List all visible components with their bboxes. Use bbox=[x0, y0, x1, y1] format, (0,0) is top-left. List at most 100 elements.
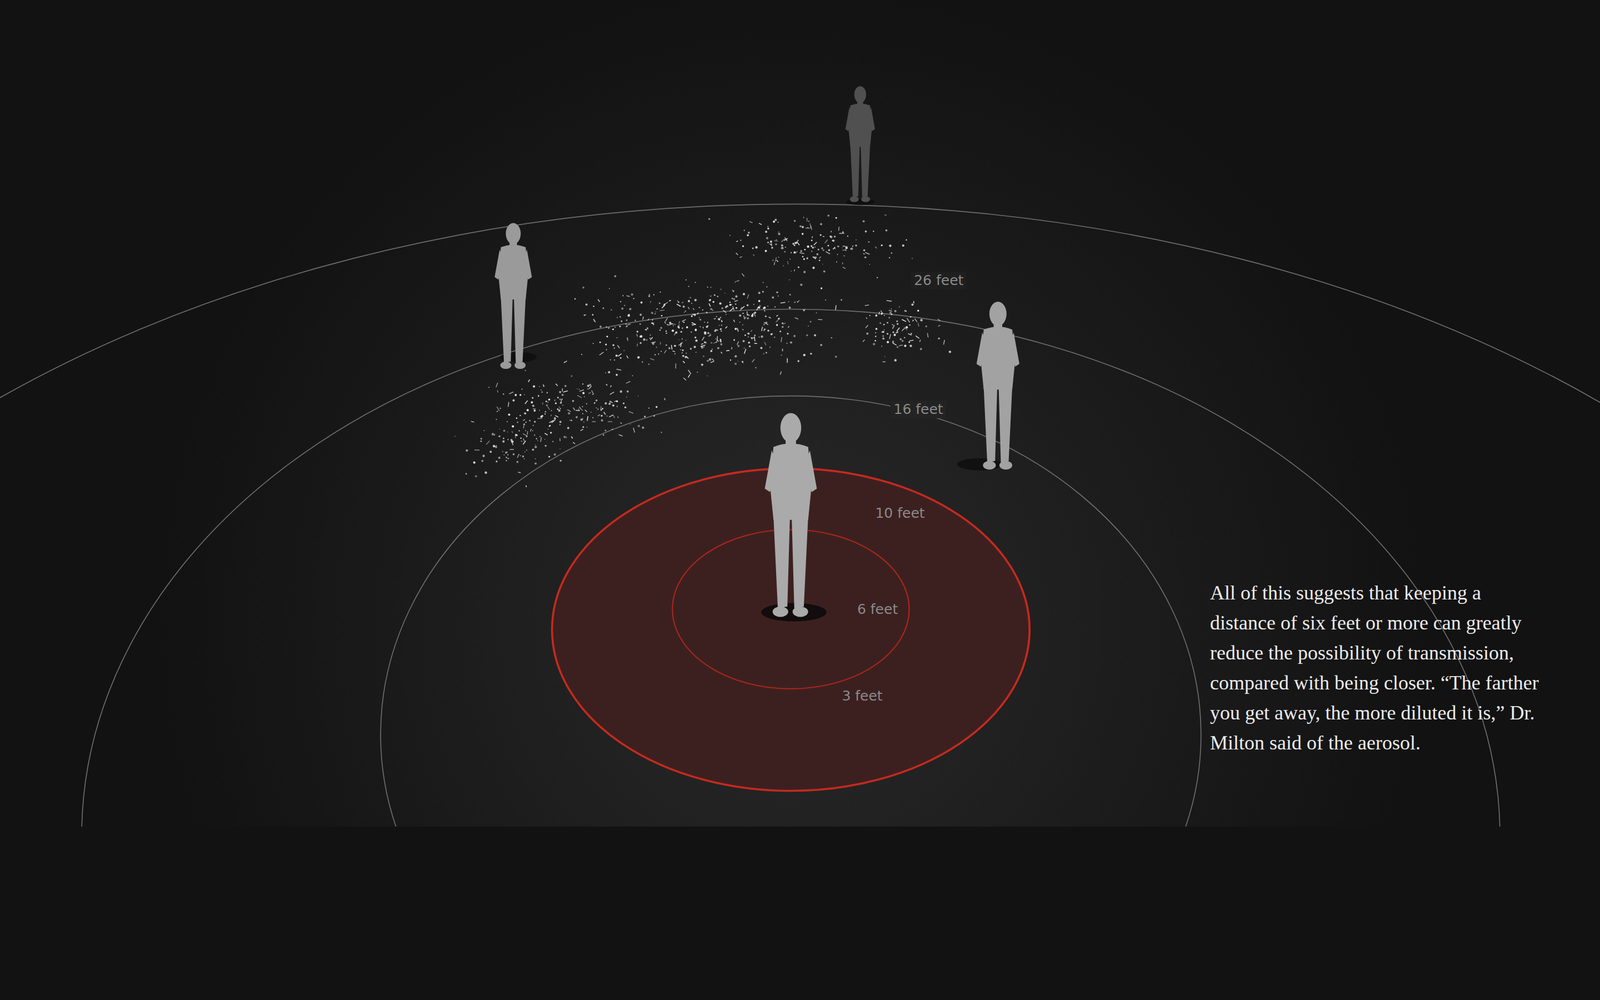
aerosol-particle bbox=[511, 425, 514, 428]
aerosol-particle bbox=[706, 325, 709, 328]
aerosol-particle bbox=[650, 358, 654, 360]
aerosol-particle bbox=[668, 347, 671, 350]
aerosol-particle bbox=[641, 426, 644, 429]
aerosol-particle bbox=[891, 308, 893, 310]
aerosol-particle bbox=[540, 437, 542, 442]
aerosol-particle bbox=[567, 427, 570, 430]
aerosol-particle bbox=[492, 445, 495, 448]
aerosol-particle bbox=[875, 246, 877, 249]
aerosol-particle bbox=[497, 390, 499, 393]
aerosol-particle bbox=[586, 403, 588, 405]
aerosol-particle bbox=[502, 451, 504, 453]
aerosol-particle bbox=[862, 339, 865, 342]
aerosol-particle bbox=[754, 334, 757, 337]
aerosol-particle bbox=[676, 303, 681, 307]
aerosol-particle bbox=[881, 312, 883, 314]
aerosol-particle bbox=[523, 438, 525, 442]
aerosol-particle bbox=[636, 343, 638, 347]
aerosol-particle bbox=[692, 313, 694, 315]
aerosol-particle bbox=[703, 346, 705, 348]
aerosol-particle bbox=[755, 367, 757, 369]
aerosol-particle bbox=[519, 415, 521, 417]
aerosol-particle bbox=[531, 401, 534, 404]
aerosol-particle bbox=[720, 316, 722, 319]
aerosol-particle bbox=[770, 240, 773, 243]
aerosol-particle bbox=[776, 323, 778, 326]
aerosol-particle bbox=[503, 429, 506, 432]
aerosol-particle bbox=[798, 300, 800, 302]
aerosol-particle bbox=[765, 230, 768, 233]
aerosol-particle bbox=[788, 278, 790, 280]
aerosol-particle bbox=[792, 242, 795, 245]
aerosol-particle bbox=[542, 385, 545, 388]
aerosol-particle bbox=[672, 325, 674, 327]
aerosol-particle bbox=[777, 221, 779, 224]
aerosol-particle bbox=[602, 434, 605, 437]
aerosol-particle bbox=[559, 448, 561, 450]
aerosol-particle bbox=[602, 307, 604, 309]
aerosol-particle bbox=[648, 295, 650, 297]
aerosol-particle bbox=[547, 406, 550, 410]
aerosol-particle bbox=[626, 396, 628, 398]
aerosol-particle bbox=[650, 301, 652, 303]
aerosol-particle bbox=[677, 326, 680, 329]
aerosol-particle bbox=[678, 321, 680, 324]
aerosol-particle bbox=[665, 317, 668, 322]
aerosol-particle bbox=[689, 296, 692, 299]
aerosol-particle bbox=[507, 457, 509, 459]
aerosol-particle bbox=[760, 346, 763, 349]
aerosol-particle bbox=[743, 230, 745, 232]
aerosol-particle bbox=[548, 455, 550, 458]
aerosol-particle bbox=[696, 371, 698, 373]
aerosol-particle bbox=[550, 410, 552, 412]
aerosol-particle bbox=[600, 409, 603, 412]
aerosol-particle bbox=[592, 305, 594, 307]
aerosol-particle bbox=[742, 245, 744, 247]
aerosol-particle bbox=[898, 345, 903, 346]
aerosol-particle bbox=[835, 355, 838, 358]
aerosol-particle bbox=[764, 342, 767, 346]
aerosol-particle bbox=[880, 310, 883, 314]
aerosol-particle bbox=[823, 270, 826, 273]
aerosol-particle bbox=[593, 318, 595, 322]
aerosol-particle bbox=[599, 341, 602, 344]
aerosol-particle bbox=[642, 316, 644, 320]
aerosol-particle bbox=[852, 245, 853, 247]
aerosol-particle bbox=[544, 438, 545, 440]
aerosol-particle bbox=[800, 283, 803, 286]
aerosol-particle bbox=[889, 334, 891, 340]
aerosol-particle bbox=[869, 315, 871, 317]
aerosol-particle bbox=[822, 236, 825, 238]
aerosol-particle bbox=[698, 317, 700, 319]
aerosol-particle bbox=[748, 315, 750, 316]
aerosol-particle bbox=[726, 350, 730, 352]
aerosol-particle bbox=[736, 252, 739, 255]
aerosol-particle bbox=[559, 459, 562, 462]
aerosol-particle bbox=[622, 402, 625, 404]
aerosol-particle bbox=[588, 383, 592, 387]
aerosol-particle bbox=[825, 240, 828, 244]
aerosol-particle bbox=[747, 294, 749, 299]
aerosol-particle bbox=[825, 251, 830, 254]
aerosol-particle bbox=[611, 428, 613, 430]
aerosol-particle bbox=[555, 415, 559, 418]
aerosol-particle bbox=[582, 406, 584, 408]
aerosol-particle bbox=[560, 407, 562, 409]
aerosol-particle bbox=[616, 400, 618, 403]
aerosol-particle bbox=[523, 412, 527, 415]
aerosol-particle bbox=[788, 306, 792, 309]
aerosol-particle bbox=[636, 330, 639, 333]
aerosol-particle bbox=[901, 328, 905, 332]
aerosol-particle bbox=[574, 298, 576, 300]
aerosol-particle bbox=[865, 305, 869, 306]
aerosol-particle bbox=[516, 417, 518, 419]
aerosol-particle bbox=[620, 320, 623, 323]
aerosol-particle bbox=[526, 408, 529, 412]
aerosol-particle bbox=[681, 352, 683, 354]
aerosol-particle bbox=[746, 332, 748, 334]
aerosol-particle bbox=[614, 326, 616, 328]
aerosol-particle bbox=[830, 231, 832, 233]
aerosol-particle bbox=[588, 392, 590, 394]
aerosol-particle bbox=[763, 328, 766, 330]
aerosol-particle bbox=[530, 428, 532, 432]
